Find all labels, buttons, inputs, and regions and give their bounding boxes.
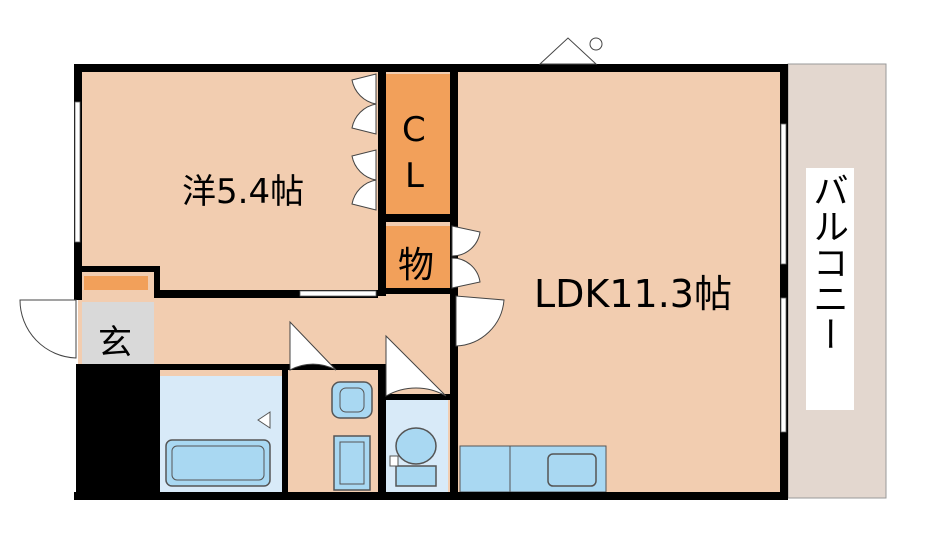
windows [74,101,787,433]
ldk-door-icon [455,295,505,347]
toilet-icon [395,427,437,465]
storage-closet [386,226,450,288]
room-label-storage: 物 [398,245,435,286]
ventilation-icon [538,37,598,65]
room-label-balcony: バルコニー [807,172,848,352]
faucet-icon [257,411,271,429]
closet-cl [386,74,450,214]
door-swings [19,37,603,397]
balcony-label-bg [806,168,854,410]
room-label-entrance: 玄 [98,323,132,363]
storage-door-icon [451,225,481,257]
entrance-door-icon [19,299,77,359]
room-label-western: 洋5.4帖 [182,172,305,212]
room-label-closet-c: C [402,110,426,150]
sink-icon [547,453,597,487]
shoe-cabinet [84,276,148,290]
washroom-door-icon [289,320,337,371]
room-label-ldk: LDK11.3帖 [534,272,732,316]
room-label-closet-l: L [405,156,424,196]
entrance-area [82,302,154,364]
toilet-door-icon [385,334,447,397]
exterior-wall-block [76,364,158,498]
